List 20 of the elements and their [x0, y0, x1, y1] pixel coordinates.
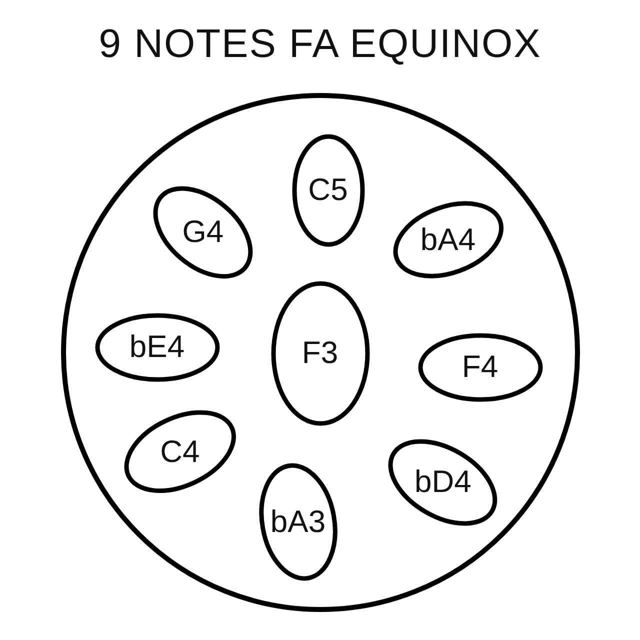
note-ellipse	[392, 201, 504, 279]
note-ellipse	[124, 410, 236, 494]
note-label: C5	[308, 172, 348, 208]
note-label: C4	[160, 434, 200, 470]
note-ellipse	[94, 312, 220, 382]
note-label: F4	[462, 349, 498, 385]
note-label: G4	[182, 214, 224, 250]
note-label: bA3	[270, 504, 326, 540]
note-ellipse	[270, 280, 370, 426]
note-label: bD4	[414, 464, 472, 500]
note-ellipse	[153, 186, 253, 278]
title: 9 NOTES FA EQUINOX	[98, 22, 542, 67]
note-ellipse	[418, 332, 542, 402]
note-label: bE4	[129, 329, 185, 365]
note-label: bA4	[420, 222, 476, 258]
note-ellipse	[292, 134, 364, 246]
note-label: F3	[302, 335, 338, 371]
note-ellipse	[258, 463, 338, 581]
drum-outline	[60, 92, 580, 612]
note-ellipse	[388, 438, 498, 526]
